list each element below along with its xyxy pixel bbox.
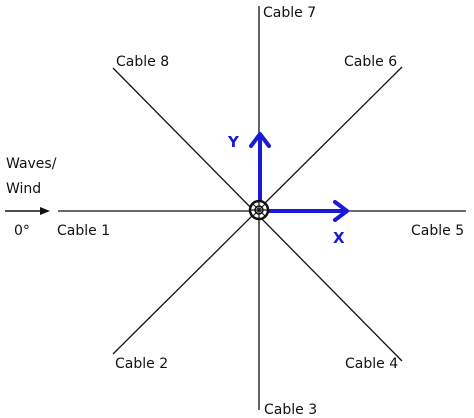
center-platform-icon (248, 199, 270, 221)
cable-2-label: Cable 2 (115, 356, 168, 372)
cable-1-label: Cable 1 (57, 223, 110, 239)
cable-7-label: Cable 7 (263, 5, 316, 21)
y-axis-label: Y (227, 133, 240, 151)
cable-8-label: Cable 8 (116, 54, 169, 70)
x-axis-label: X (333, 229, 345, 247)
coordinate-axes (249, 132, 349, 222)
cable-5-label: Cable 5 (411, 223, 464, 239)
wave-direction-arrow (5, 207, 50, 215)
wind-label: Wind (6, 181, 41, 197)
cable-6-label: Cable 6 (344, 54, 397, 70)
cable-4-label: Cable 4 (345, 356, 398, 372)
angle-label: 0° (14, 223, 30, 239)
waves-label: Waves/ (6, 156, 57, 172)
y-axis-arrowhead (249, 132, 271, 148)
x-axis-arrowhead (333, 200, 349, 222)
cable-3-label: Cable 3 (264, 402, 317, 418)
